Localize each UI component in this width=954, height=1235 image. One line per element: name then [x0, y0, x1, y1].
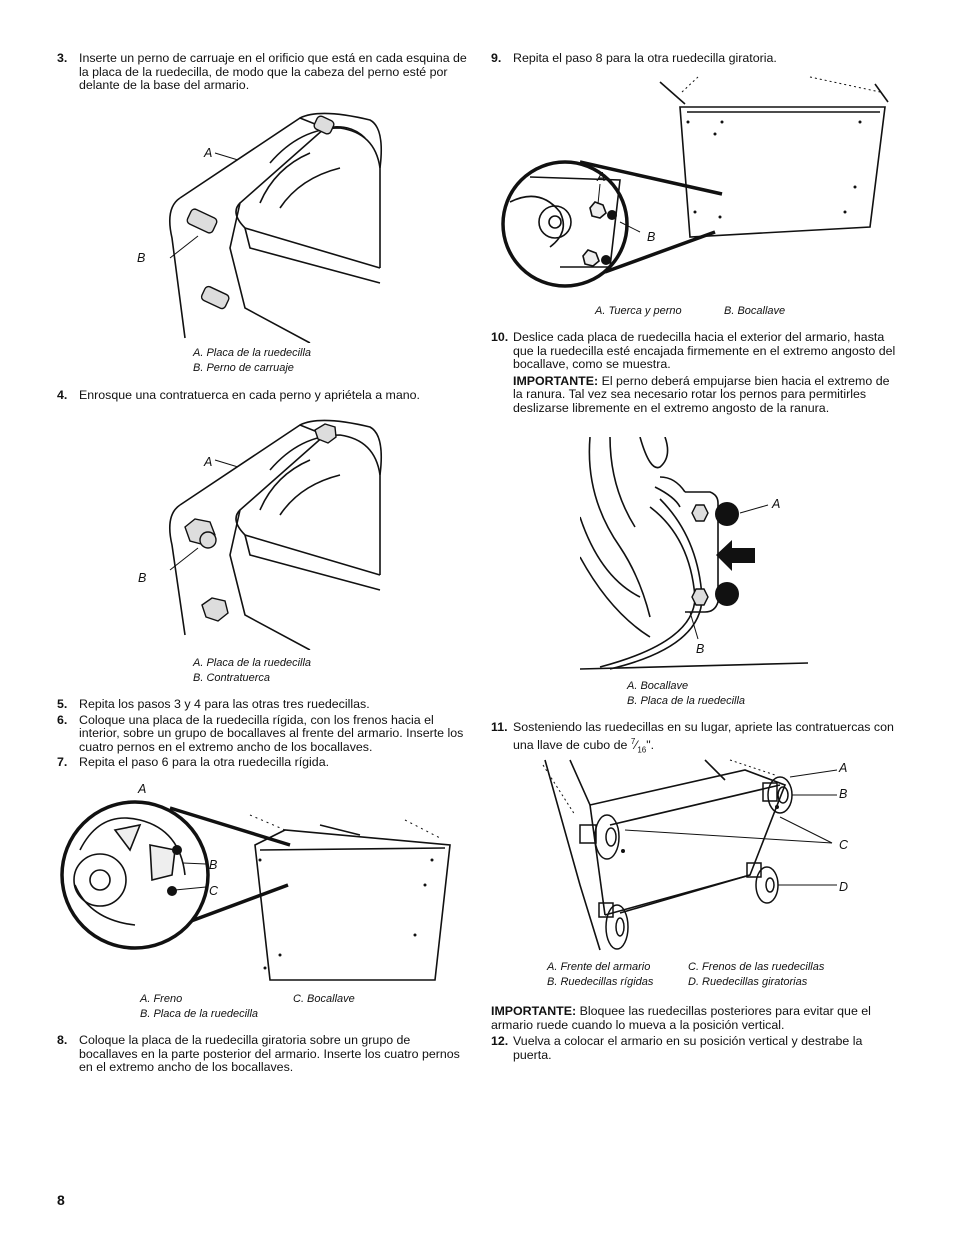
steps-5-7-block: 5. Repita los pasos 3 y 4 para las otras … — [57, 697, 467, 770]
step-text: Repita el paso 8 para la otra ruedecilla… — [513, 51, 777, 65]
figure-caption-step-6: A. Freno B. Placa de la ruedecilla — [140, 992, 258, 1022]
step-number: 4. — [57, 388, 68, 402]
fraction-numerator: 7 — [630, 736, 636, 746]
figure-label-a: A — [204, 146, 213, 160]
figure-label-a: A — [597, 170, 606, 184]
caption-line: A. Frente del armario — [547, 961, 651, 973]
step-number: 10. — [491, 330, 509, 344]
left-column: 3. Inserte un perno de carruaje en el ori… — [57, 51, 467, 93]
figure-label-a: A — [839, 761, 848, 775]
caption-line: A. Freno — [140, 993, 183, 1005]
important-note-final: IMPORTANTE: Bloquee las ruedecillas post… — [491, 1004, 901, 1032]
step-11-block: 11. Sosteniendo las ruedecillas en su lug… — [491, 720, 901, 757]
caption-line: C. Bocallave — [293, 993, 355, 1005]
caption-line: A. Placa de la ruedecilla — [193, 347, 312, 359]
figure-caption-step-4: A. Placa de la ruedecilla B. Contratuerc… — [193, 656, 311, 686]
step-text: Repita el paso 6 para la otra ruedecilla… — [79, 755, 330, 770]
step-number: 3. — [57, 51, 68, 65]
page-number: 8 — [57, 1192, 65, 1208]
caption-line: D. Ruedecillas giratorias — [688, 975, 808, 988]
figure-label-a: A — [204, 455, 213, 469]
step-5: 5. Repita los pasos 3 y 4 para las otras … — [57, 697, 467, 712]
step-text: Vuelva a colocar el armario en su posici… — [513, 1034, 863, 1062]
keyhole-slide-illustration — [580, 437, 809, 670]
important-text: El perno deberá empujarse bien hacia el … — [513, 373, 890, 415]
caption-line: B. Placa de la ruedecilla — [627, 694, 746, 707]
important-label: IMPORTANTE: — [491, 1004, 577, 1018]
figure-caption-step-3: A. Placa de la ruedecilla B. Perno de ca… — [193, 346, 311, 376]
important-note: IMPORTANTE: El perno deberá empujarse bi… — [513, 373, 901, 416]
step-9: 9. Repita el paso 8 para la otra ruedecil… — [491, 51, 901, 66]
figure-step-9 — [500, 72, 895, 297]
figure-caption-step-11-right: C. Frenos de las ruedecillas D. Ruedecil… — [688, 960, 824, 990]
step-6: 6. Coloque una placa de la ruedecilla ríg… — [57, 712, 467, 755]
figure-caption-step-11-left: A. Frente del armario B. Ruedecillas ríg… — [547, 960, 653, 990]
step-number: 7. — [57, 755, 68, 770]
figure-label-b: B — [209, 858, 218, 872]
caption-line: B. Placa de la ruedecilla — [140, 1007, 259, 1020]
figure-caption-step-10: A. Bocallave B. Placa de la ruedecilla — [627, 679, 745, 709]
caption-line: C. Frenos de las ruedecillas — [688, 961, 825, 973]
caption-line: B. Contratuerca — [193, 671, 271, 684]
step-number: 12. — [491, 1034, 509, 1049]
step-8-block: 8. Coloque la placa de la ruedecilla gira… — [57, 1033, 467, 1075]
figure-label-b: B — [138, 571, 147, 585]
step-4-block: 4. Enrosque una contratuerca en cada pern… — [57, 388, 467, 403]
caption-line: B. Perno de carruaje — [193, 361, 294, 374]
step-text: Enrosque una contratuerca en cada perno … — [79, 388, 420, 402]
figure-label-a: A — [138, 782, 147, 796]
step-number: 9. — [491, 51, 502, 65]
step-10-block: 10. Deslice cada placa de ruedecilla haci… — [491, 330, 901, 416]
caster-plate-bolt-illustration — [169, 112, 383, 343]
step-text: Coloque la placa de la ruedecilla girato… — [79, 1033, 460, 1075]
step-11: 11. Sosteniendo las ruedecillas en su lug… — [491, 720, 894, 755]
figure-caption-step-9-b: B. Bocallave — [724, 304, 785, 319]
important-label: IMPORTANTE: — [513, 373, 599, 388]
step-number: 8. — [57, 1033, 68, 1047]
figure-step-11 — [535, 755, 845, 955]
important-text: Bloquee las ruedecillas posteriores para… — [491, 1004, 871, 1032]
step-number: 6. — [57, 712, 68, 727]
step-7: 7. Repita el paso 6 para la otra ruedecil… — [57, 756, 467, 770]
figure-label-b: B — [137, 251, 146, 265]
caption-line: B. Ruedecillas rígidas — [547, 975, 654, 988]
step-12: 12. Vuelva a colocar el armario en su pos… — [491, 1034, 901, 1062]
step-text: Inserte un perno de carruaje en el orifi… — [79, 51, 467, 93]
figure-step-4 — [150, 415, 400, 650]
figure-label-c: C — [209, 884, 219, 898]
swivel-caster-cabinet-illustration — [501, 76, 889, 288]
caption-line: B. Bocallave — [724, 305, 786, 317]
step-text: Coloque una placa de la ruedecilla rígid… — [79, 712, 464, 754]
step-number: 11. — [491, 720, 508, 734]
fraction-denominator: 16 — [637, 745, 647, 755]
caster-plate-nut-illustration — [169, 419, 383, 650]
right-column: 9. Repita el paso 8 para la otra ruedecil… — [491, 51, 901, 66]
figure-caption-step-6-c: C. Bocallave — [293, 992, 355, 1007]
caption-line: A. Tuerca y perno — [595, 305, 682, 317]
caption-line: A. Bocallave — [627, 680, 689, 692]
figure-label-b: B — [696, 642, 705, 656]
rigid-caster-cabinet-illustration — [60, 800, 451, 981]
figure-label-c: C — [839, 838, 849, 852]
step-text: Deslice cada placa de ruedecilla hacia e… — [513, 330, 896, 372]
step-number: 5. — [57, 697, 68, 711]
figure-caption-step-9-a: A. Tuerca y perno — [595, 304, 682, 319]
step-text: Sosteniendo las ruedecillas en su lugar,… — [513, 720, 894, 752]
final-block: IMPORTANTE: Bloquee las ruedecillas post… — [491, 1002, 901, 1062]
figure-label-a: A — [772, 497, 781, 511]
figure-step-3 — [150, 108, 400, 343]
cabinet-casters-underside-illustration — [542, 759, 838, 951]
step-10: 10. Deslice cada placa de ruedecilla haci… — [491, 330, 901, 372]
figure-label-b: B — [647, 230, 656, 244]
step-text-end: ". — [646, 737, 655, 752]
step-4: 4. Enrosque una contratuerca en cada pern… — [57, 388, 467, 403]
figure-label-d: D — [839, 880, 849, 894]
step-3: 3. Inserte un perno de carruaje en el ori… — [57, 51, 467, 93]
figure-step-6 — [60, 790, 470, 990]
step-8: 8. Coloque la placa de la ruedecilla gira… — [57, 1033, 467, 1075]
figure-label-b: B — [839, 787, 848, 801]
caption-line: A. Placa de la ruedecilla — [193, 657, 312, 669]
step-text: Repita los pasos 3 y 4 para las otras tr… — [79, 697, 370, 711]
figure-step-10 — [580, 437, 810, 672]
